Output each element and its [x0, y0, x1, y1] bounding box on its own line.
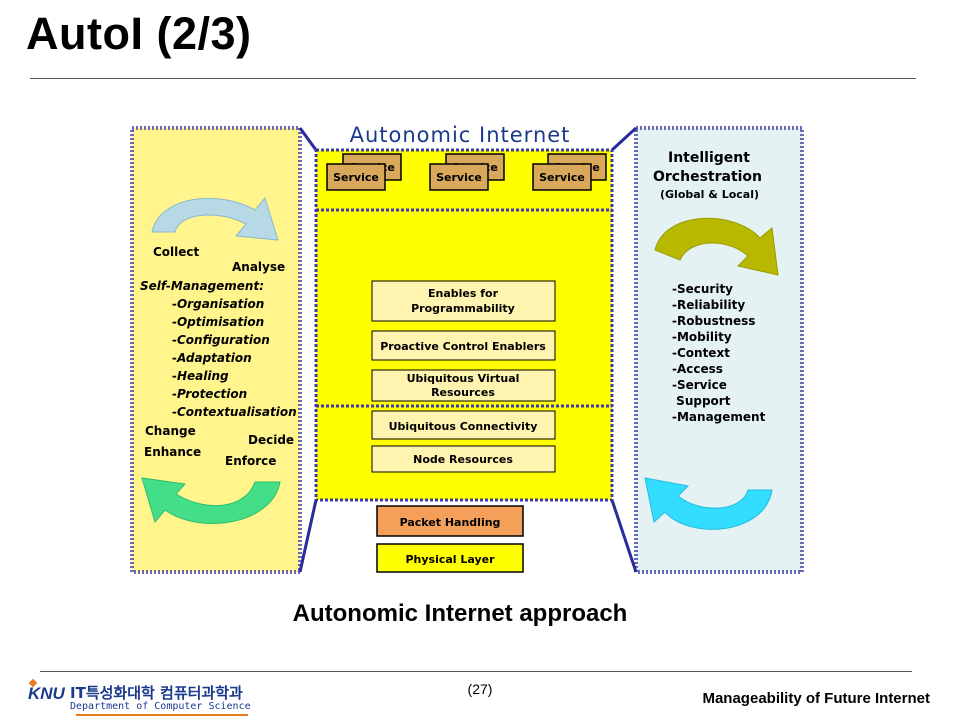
enhance-label: Enhance — [144, 445, 201, 459]
footer-divider — [40, 671, 912, 672]
orchestration-item: -Service — [672, 378, 727, 392]
service-stack-2: Service Service — [429, 153, 505, 191]
diagram-caption: Autonomic Internet approach — [292, 600, 628, 627]
service-stack-3: Service Service — [532, 153, 607, 191]
box-label: Enables for — [428, 287, 499, 300]
box-label: Packet Handling — [400, 516, 501, 529]
service-label: Service — [436, 171, 482, 184]
self-management-heading: Self-Management: — [140, 279, 264, 293]
center-box-programmability: Enables for Programmability — [371, 280, 556, 322]
collect-analyse-arrow-icon — [151, 196, 279, 241]
box-label: Node Resources — [413, 453, 513, 466]
autonomic-internet-diagram: Autonomic Internet Service Service Servi… — [130, 123, 804, 574]
orchestration-item: -Robustness — [672, 314, 755, 328]
autonomic-internet-panel — [314, 148, 614, 502]
orchestration-top-arrow-icon — [654, 217, 779, 276]
box-label: Programmability — [411, 302, 515, 315]
box-label: Ubiquitous Connectivity — [389, 420, 538, 433]
knu-logo: KNU IT특성화대학 컴퓨터과학과 Department of Compute… — [14, 678, 254, 716]
box-label: Physical Layer — [405, 553, 495, 566]
packet-handling-box: Packet Handling — [376, 505, 524, 537]
center-box-node-resources: Node Resources — [371, 445, 556, 473]
title-divider — [30, 78, 916, 79]
connector-line — [298, 127, 318, 151]
service-label: Service — [539, 171, 585, 184]
orchestration-item: -Context — [672, 346, 730, 360]
self-management-item: -Organisation — [172, 297, 264, 311]
enforce-label: Enforce — [225, 454, 276, 468]
logo-korean-text: IT특성화대학 컴퓨터과학과 — [70, 684, 243, 702]
orchestration-bottom-arrow-icon — [644, 477, 773, 530]
slide-title: AutoI (2/3) — [26, 8, 252, 59]
footer-title: Manageability of Future Internet — [702, 690, 930, 707]
page-number: (27) — [467, 681, 493, 697]
box-label: Ubiquitous Virtual — [407, 372, 520, 385]
service-label: Service — [333, 171, 379, 184]
service-stack-1: Service Service — [326, 153, 402, 191]
connector-line — [610, 499, 638, 573]
logo-department: Department of Computer Science — [70, 701, 251, 712]
orchestration-title-line: Orchestration — [653, 169, 762, 185]
orchestration-title-line: Intelligent — [668, 150, 750, 166]
change-label: Change — [145, 424, 196, 438]
self-management-item: -Optimisation — [172, 315, 264, 329]
orchestration-subtitle: (Global & Local) — [660, 188, 759, 201]
orchestration-item: -Access — [672, 362, 723, 376]
orchestration-item: -Management — [672, 410, 766, 424]
box-label: Resources — [431, 386, 495, 399]
orchestration-item: -Reliability — [672, 298, 745, 312]
self-management-item: -Adaptation — [172, 351, 252, 365]
center-box-connectivity: Ubiquitous Connectivity — [371, 410, 556, 440]
self-management-item: -Configuration — [172, 333, 270, 347]
physical-layer-box: Physical Layer — [376, 543, 524, 573]
self-management-list: -Organisation -Optimisation -Configurati… — [172, 297, 297, 419]
center-box-proactive-control: Proactive Control Enablers — [371, 330, 556, 361]
connector-line — [298, 499, 318, 573]
center-box-virtual-resources: Ubiquitous Virtual Resources — [371, 369, 556, 402]
connector-line — [610, 126, 638, 152]
collect-label: Collect — [153, 245, 200, 259]
center-title: Autonomic Internet — [350, 123, 571, 147]
orchestration-item: Support — [672, 394, 731, 408]
decide-enforce-arrow-icon — [141, 477, 281, 524]
decide-label: Decide — [248, 433, 294, 447]
self-management-item: -Healing — [172, 369, 229, 383]
self-management-item: -Protection — [172, 387, 247, 401]
box-label: Proactive Control Enablers — [380, 340, 546, 353]
analyse-label: Analyse — [232, 260, 285, 274]
orchestration-item: -Mobility — [672, 330, 732, 344]
logo-underline — [76, 714, 248, 716]
orchestration-item: -Security — [672, 282, 733, 296]
self-management-item: -Contextualisation — [172, 405, 297, 419]
orchestration-list: -Security -Reliability -Robustness -Mobi… — [672, 282, 766, 424]
logo-knu: KNU — [28, 684, 65, 703]
